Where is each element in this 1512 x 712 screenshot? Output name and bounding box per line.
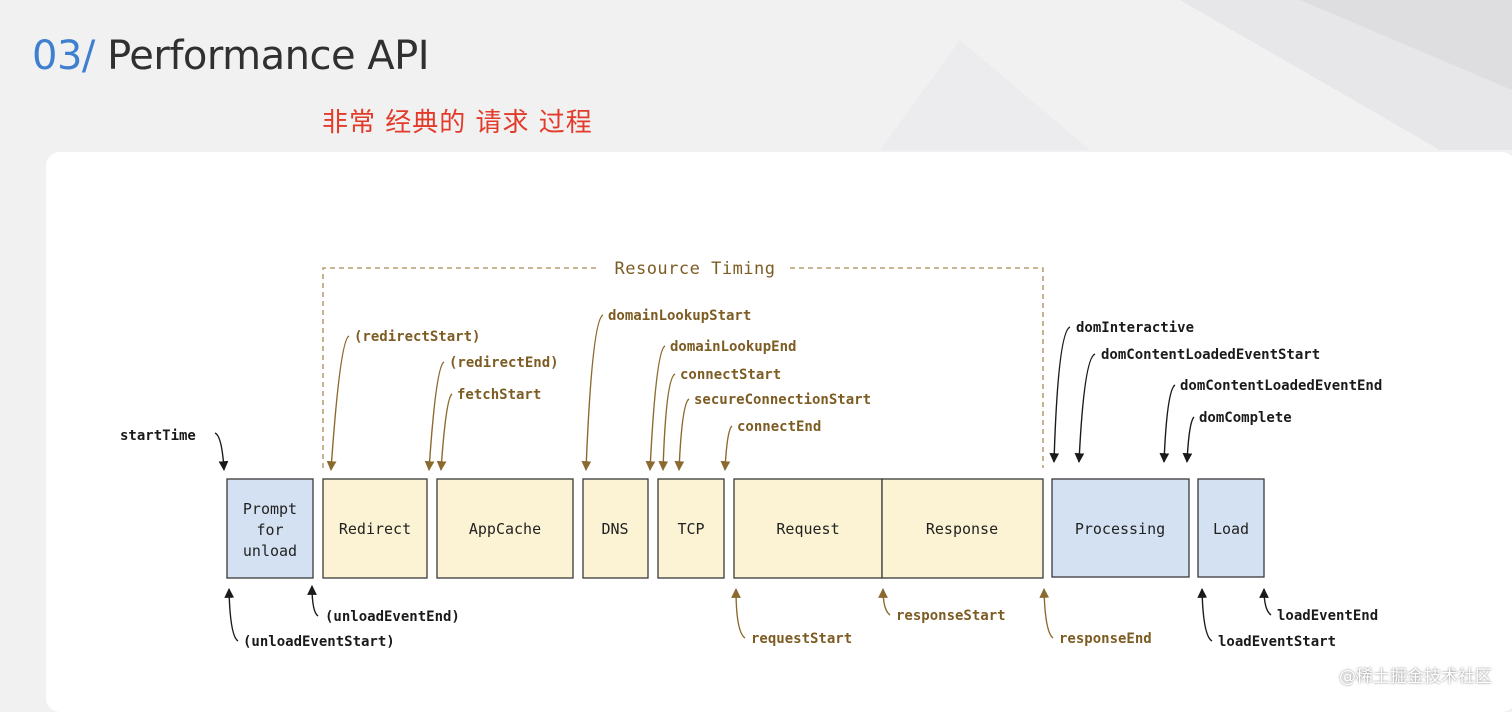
tcp-label: TCP bbox=[677, 520, 704, 538]
unload-event-end-label: (unloadEventEnd) bbox=[325, 609, 460, 625]
response-start-label: responseStart bbox=[896, 608, 1006, 624]
dom-interactive-label: domInteractive bbox=[1076, 320, 1194, 336]
request-box: Request bbox=[733, 478, 883, 579]
connect-end-label: connectEnd bbox=[737, 419, 821, 435]
fetch-start-label: fetchStart bbox=[457, 387, 541, 403]
appcache-label: AppCache bbox=[469, 520, 541, 538]
request-label: Request bbox=[776, 520, 839, 538]
processing-label: Processing bbox=[1075, 520, 1165, 538]
unload-event-start-arrow bbox=[224, 588, 239, 642]
redirect-start-label: (redirectStart) bbox=[354, 329, 480, 345]
slide-number: 03/ bbox=[32, 33, 95, 79]
slide-header: 03/ Performance API 非常 经典的 请求 过程 bbox=[0, 0, 1512, 150]
load-box: Load bbox=[1197, 478, 1265, 578]
redirect-label: Redirect bbox=[339, 520, 411, 538]
diagram-card bbox=[46, 152, 1512, 712]
response-start-arrow bbox=[878, 588, 891, 616]
watermark: @稀土掘金技术社区 bbox=[1339, 667, 1492, 687]
redirect-end-label: (redirectEnd) bbox=[449, 355, 559, 371]
tcp-box: TCP bbox=[657, 478, 725, 579]
prompt-line-3: unload bbox=[243, 542, 297, 560]
dom-content-loaded-event-end-label: domContentLoadedEventEnd bbox=[1180, 378, 1382, 394]
domain-lookup-start-label: domainLookupStart bbox=[608, 308, 751, 324]
dom-content-loaded-event-start-label: domContentLoadedEventStart bbox=[1101, 347, 1320, 363]
dom-interactive-arrow bbox=[1049, 326, 1071, 463]
response-end-arrow bbox=[1039, 588, 1054, 639]
response-end-label: responseEnd bbox=[1059, 631, 1152, 647]
dom-content-loaded-event-end-arrow bbox=[1159, 384, 1176, 463]
connect-start-arrow bbox=[658, 373, 676, 471]
slide-title: 03/ Performance API bbox=[32, 30, 430, 82]
load-event-start-label: loadEventStart bbox=[1218, 634, 1336, 650]
unload-event-end-arrow bbox=[307, 585, 319, 617]
redirect-end-arrow bbox=[424, 361, 445, 471]
slide-title-text: Performance API bbox=[107, 33, 430, 79]
load-event-start-arrow bbox=[1197, 588, 1213, 642]
dns-box: DNS bbox=[582, 478, 649, 579]
fetch-start-arrow bbox=[436, 393, 453, 471]
domain-lookup-end-label: domainLookupEnd bbox=[670, 339, 796, 355]
background-decoration bbox=[880, 0, 1512, 150]
response-box: Response bbox=[881, 478, 1044, 579]
load-event-end-arrow bbox=[1259, 588, 1272, 616]
dom-complete-label: domComplete bbox=[1199, 410, 1292, 426]
load-label: Load bbox=[1213, 520, 1249, 538]
dom-content-loaded-event-start-arrow bbox=[1074, 353, 1096, 463]
dns-label: DNS bbox=[601, 520, 628, 538]
prompt-line-1: Prompt bbox=[243, 500, 297, 518]
secure-connection-start-label: secureConnectionStart bbox=[694, 392, 871, 408]
start-time-arrow bbox=[214, 432, 229, 471]
redirect-start-arrow bbox=[326, 335, 350, 471]
secure-connection-start-arrow bbox=[674, 398, 690, 471]
appcache-box: AppCache bbox=[436, 478, 574, 579]
response-label: Response bbox=[926, 520, 998, 538]
dom-complete-arrow bbox=[1182, 416, 1195, 463]
start-time-label: startTime bbox=[120, 428, 196, 444]
resource-timing-bracket bbox=[322, 267, 1044, 468]
unload-event-start-label: (unloadEventStart) bbox=[243, 634, 395, 650]
domain-lookup-start-arrow bbox=[581, 314, 604, 471]
request-start-arrow bbox=[731, 588, 746, 639]
prompt-for-unload-box: Prompt for unload bbox=[226, 478, 314, 579]
resource-timing-label: Resource Timing bbox=[614, 259, 775, 279]
prompt-line-2: for bbox=[256, 521, 283, 539]
request-start-label: requestStart bbox=[751, 631, 852, 647]
load-event-end-label: loadEventEnd bbox=[1277, 608, 1378, 624]
connect-start-label: connectStart bbox=[680, 367, 781, 383]
domain-lookup-end-arrow bbox=[645, 345, 666, 471]
processing-box: Processing bbox=[1051, 478, 1190, 578]
slide-subtitle: 非常 经典的 请求 过程 bbox=[322, 108, 593, 138]
redirect-box: Redirect bbox=[322, 478, 428, 579]
connect-end-arrow bbox=[720, 425, 733, 471]
